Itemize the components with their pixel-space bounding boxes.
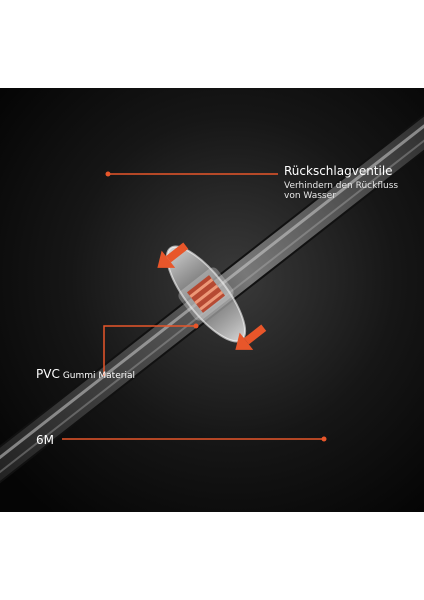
material-detail: Gummi Material xyxy=(62,371,135,381)
callout-material-line xyxy=(103,323,199,376)
callout-valve-line xyxy=(105,171,278,177)
flow-arrow-lower xyxy=(235,324,267,350)
callout-length-line xyxy=(62,436,327,442)
check-valve xyxy=(165,245,247,343)
length-callout: 6M xyxy=(36,433,54,447)
valve-subtitle-line2: von Wasser xyxy=(284,191,336,201)
valve-subtitle-line1: Verhindern den Rückfluss xyxy=(284,181,399,191)
valve-callout-title: Rückschlagventile xyxy=(284,164,393,178)
product-photo: Rückschlagventile Verhindern den Rückflu… xyxy=(0,88,424,512)
valve-callout-subtitle: Verhindern den Rückfluss von Wasser xyxy=(284,181,398,201)
flow-arrow-upper xyxy=(157,242,189,268)
material-main: PVC xyxy=(36,367,60,381)
hose-illustration xyxy=(0,88,424,512)
